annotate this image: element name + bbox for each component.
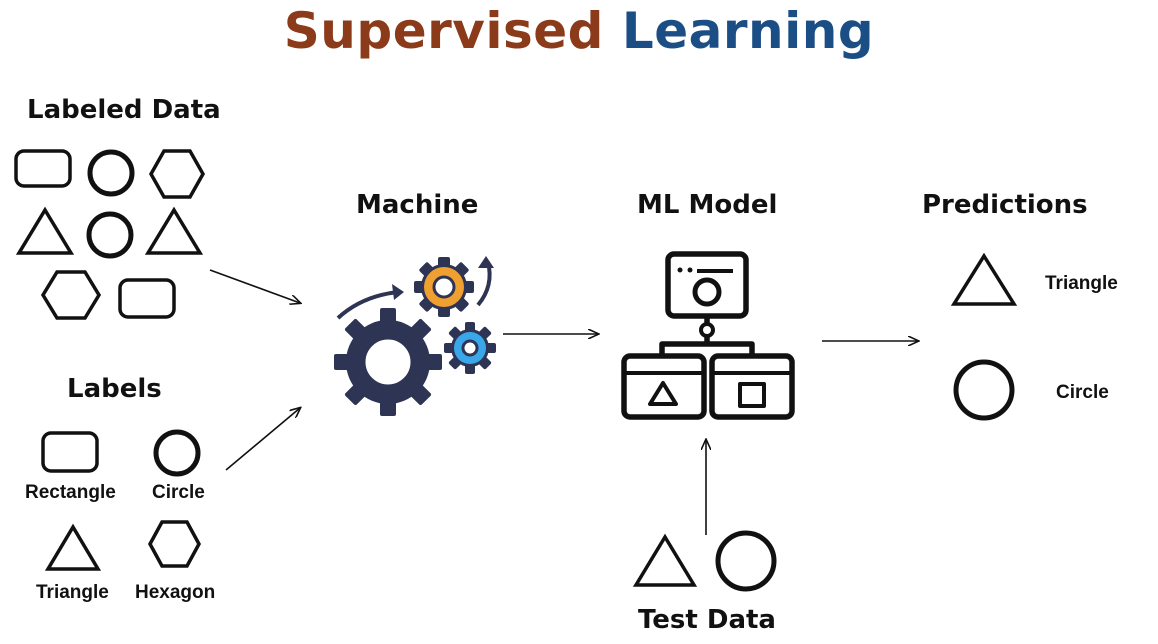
prediction-circle-shape bbox=[953, 359, 1015, 421]
label-rectangle: Rectangle bbox=[25, 482, 116, 503]
prediction-label-circle: Circle bbox=[1056, 382, 1109, 403]
test-triangle-shape bbox=[632, 533, 698, 587]
prediction-label-triangle: Triangle bbox=[1045, 273, 1118, 294]
rectangle-shape bbox=[41, 431, 99, 473]
label-hexagon: Hexagon bbox=[135, 582, 216, 603]
test-data-shapes bbox=[632, 530, 777, 592]
label-triangle: Triangle bbox=[36, 582, 109, 603]
diagram-title: Supervised Learning bbox=[0, 2, 1158, 60]
labeled-circle-shape bbox=[87, 149, 135, 197]
labels-heading: Labels bbox=[67, 374, 162, 404]
labeled-data-shapes bbox=[14, 149, 206, 320]
gears-icon bbox=[334, 256, 496, 416]
ml-model-icon bbox=[621, 251, 795, 420]
title-word-supervised: Supervised bbox=[283, 2, 604, 60]
labeled-triangle-shape bbox=[15, 206, 75, 255]
hexagon-shape bbox=[148, 520, 201, 568]
labeled-rectangle-shape bbox=[14, 149, 72, 188]
triangle-shape bbox=[44, 523, 102, 571]
title-word-learning: Learning bbox=[621, 2, 875, 60]
test-circle-shape bbox=[715, 530, 777, 592]
machine-heading: Machine bbox=[356, 190, 479, 220]
label-legend-shapes bbox=[41, 429, 201, 571]
labeled-hexagon-shape bbox=[148, 149, 206, 199]
labeled-hexagon-shape bbox=[40, 270, 102, 320]
arrow-labeled-to-machine bbox=[209, 269, 300, 303]
predictions-heading: Predictions bbox=[922, 190, 1088, 220]
labeled-rectangle-shape bbox=[118, 278, 176, 319]
labeled-data-heading: Labeled Data bbox=[27, 95, 221, 125]
arrow-labels-to-machine bbox=[225, 408, 300, 471]
labeled-circle-shape bbox=[86, 211, 134, 259]
circle-shape bbox=[153, 429, 201, 477]
test-data-heading: Test Data bbox=[638, 605, 776, 635]
ml-model-heading: ML Model bbox=[637, 190, 778, 220]
prediction-triangle-shape bbox=[950, 252, 1018, 306]
labeled-triangle-shape bbox=[144, 206, 204, 255]
prediction-shapes bbox=[950, 252, 1018, 421]
label-circle: Circle bbox=[152, 482, 205, 503]
